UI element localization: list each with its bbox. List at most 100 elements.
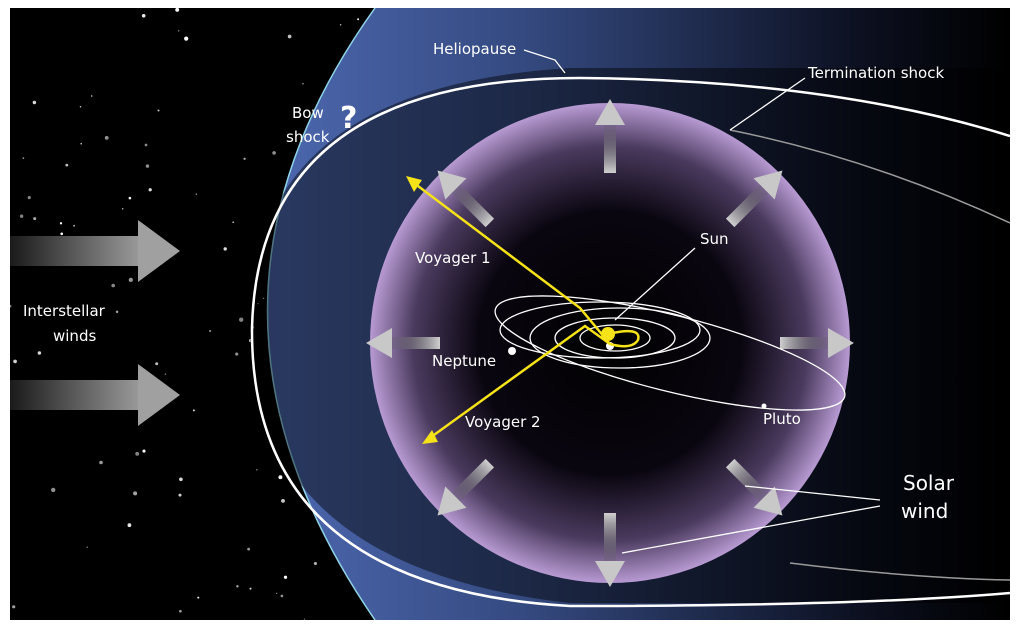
star (141, 14, 146, 18)
star (272, 151, 276, 155)
star (79, 106, 82, 108)
voyager1-label: Voyager 1 (415, 249, 491, 267)
star (115, 310, 119, 314)
star (104, 136, 109, 140)
termination-shock-label: Termination shock (807, 64, 944, 82)
star (283, 575, 288, 579)
interstellar-arrowhead-1 (138, 220, 180, 282)
star (157, 109, 160, 112)
interstellar-label-1: Interstellar (23, 302, 106, 320)
star (164, 373, 167, 375)
star (121, 208, 124, 210)
interstellar-wind-arrows (10, 220, 180, 426)
heliopause-label: Heliopause (433, 40, 516, 58)
pluto-orbit (494, 295, 846, 411)
star (73, 224, 76, 227)
neptune-label: Neptune (432, 352, 496, 370)
star (236, 585, 239, 588)
star (22, 157, 25, 159)
neptune-dot (508, 347, 516, 355)
heliopause-tail-lower (789, 562, 1010, 581)
star (184, 36, 189, 41)
solar-wind-leader-2 (621, 505, 881, 554)
leader-lines (523, 49, 881, 554)
neptune-orbit (499, 301, 701, 359)
star (27, 196, 31, 200)
star (197, 596, 200, 599)
star (59, 222, 63, 225)
voyager-paths (409, 179, 640, 442)
star (10, 304, 12, 308)
bow-shock-label-1: Bow (292, 104, 324, 122)
star (303, 618, 306, 620)
star (145, 164, 150, 168)
star (313, 561, 317, 566)
bow-shock-label-2: shock (286, 128, 330, 146)
bow-shock-edge (266, 8, 376, 620)
star (249, 587, 252, 590)
voyager2-arrowhead (422, 430, 438, 444)
star (51, 487, 56, 493)
diagram-canvas: Heliopause Termination shock Bow shock ?… (10, 8, 1010, 620)
interstellar-arrow-shaft-2 (10, 380, 140, 410)
star (302, 82, 304, 85)
star (243, 157, 246, 160)
inner-orbit (579, 324, 651, 352)
heliosphere-diagram: Heliopause Termination shock Bow shock ?… (10, 8, 1010, 620)
solar-wind-label-1: Solar (903, 471, 955, 495)
star (276, 592, 278, 594)
star (128, 277, 133, 283)
star (287, 34, 292, 39)
question-mark: ? (340, 101, 357, 136)
pluto-dot (761, 403, 767, 409)
voyager1-arrowhead (406, 176, 422, 192)
star (195, 193, 197, 195)
star (175, 8, 180, 12)
star (142, 449, 146, 453)
star (19, 214, 24, 218)
star (90, 95, 93, 97)
star (209, 329, 212, 333)
star (280, 594, 284, 598)
heliopause-tail (729, 129, 1010, 224)
sun-leader (614, 247, 696, 321)
pluto-label: Pluto (763, 410, 801, 428)
star (247, 547, 250, 551)
orbit-uranus (529, 307, 711, 369)
star (133, 491, 138, 496)
planet-orbits (494, 295, 846, 411)
star (148, 188, 152, 192)
star (111, 283, 116, 288)
star (65, 163, 69, 167)
star (60, 232, 64, 236)
star (13, 359, 17, 364)
solar-wind-leader-1 (744, 485, 881, 501)
star (256, 469, 258, 471)
star (192, 409, 195, 412)
star (144, 143, 148, 147)
star (37, 351, 42, 355)
star (155, 362, 159, 366)
heliopause-line (250, 76, 1010, 608)
star (33, 217, 37, 221)
star (239, 317, 244, 322)
star (135, 451, 140, 456)
star (339, 24, 342, 26)
star (278, 475, 283, 480)
star (223, 247, 227, 251)
star (232, 221, 235, 224)
interstellar-arrow-shaft-1 (10, 236, 140, 266)
star (179, 609, 182, 613)
voyager1-path (409, 179, 640, 348)
star (128, 196, 132, 200)
voyager2-label: Voyager 2 (465, 413, 541, 431)
heliopause-leader (523, 49, 566, 74)
sun-label: Sun (700, 230, 729, 248)
star (178, 493, 182, 497)
star (281, 499, 285, 503)
interstellar-label-2: winds (53, 327, 96, 345)
solar-wind-label-2: wind (901, 499, 948, 523)
star (262, 297, 265, 299)
star (257, 302, 259, 305)
star (235, 352, 239, 356)
